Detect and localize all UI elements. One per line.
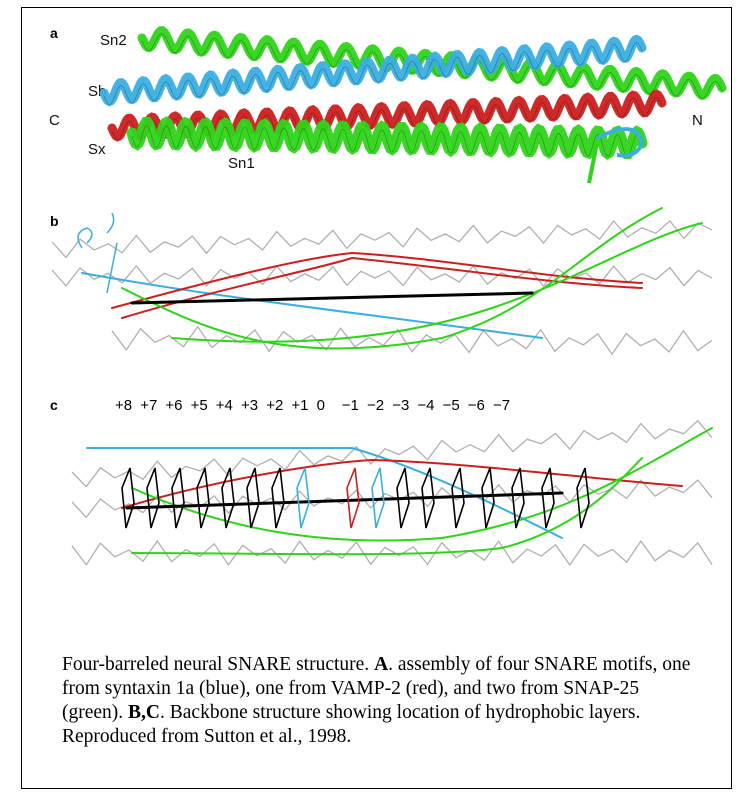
hydrophobic-layer-2	[171, 467, 185, 529]
snap25-trace-1	[121, 207, 663, 350]
sb-tail	[596, 127, 645, 158]
caption-intro: Four-barreled neural SNARE structure.	[62, 654, 375, 675]
caption-label-bc: B,C	[128, 702, 161, 723]
hydrophobic-layer-0	[121, 467, 135, 529]
layer-label-6: +2	[266, 397, 283, 414]
layer-label-12: −4	[417, 397, 434, 414]
sn1-helix-edge	[131, 125, 643, 157]
central-axis	[130, 291, 534, 305]
sn1-helix	[126, 116, 648, 160]
panel-a: a Sn2 Sb C Sx Sn1 N	[49, 25, 727, 184]
label-sn2: Sn2	[100, 32, 127, 49]
hydrophobic-layer-9	[371, 467, 385, 529]
figure-caption: Four-barreled neural SNARE structure. A.…	[62, 653, 702, 749]
figure-frame: a Sn2 Sb C Sx Sn1 N b c +8 +7 +6 +5 +4 +3 +2 +1…	[21, 7, 732, 789]
caption-text-a: . assembly of four SNARE motifs, one fro…	[62, 654, 691, 723]
hydrophobic-layer-8	[346, 467, 360, 529]
hydrophobic-layer-12	[451, 467, 465, 529]
hydrophobic-layer-1	[146, 467, 160, 529]
layer-label-3: +5	[191, 397, 208, 414]
syntaxin-trace	[81, 272, 543, 339]
hydrophobic-layer-10	[396, 467, 410, 529]
vamp-trace-c	[121, 458, 683, 509]
syntaxin-trace-c	[86, 447, 563, 539]
backbone-middle	[51, 264, 713, 288]
layer-label-10: −2	[367, 397, 384, 414]
backbone-bottom-c	[71, 539, 713, 567]
backbone-top	[51, 219, 713, 259]
hydrophobic-layer-15	[541, 467, 555, 529]
layer-label-0: +8	[115, 397, 132, 414]
layer-label-2: +6	[165, 397, 182, 414]
sb-helix-edge	[103, 42, 643, 105]
backbone-bottom	[111, 325, 713, 356]
hydrophobic-layer-7	[296, 467, 310, 529]
hydrophobic-layer-traces	[71, 419, 713, 567]
vamp-trace-2	[121, 256, 643, 319]
hydrophobic-layer-4	[221, 467, 235, 529]
layer-label-8: 0	[317, 397, 325, 414]
layer-label-9: −1	[342, 397, 359, 414]
sn1-tail	[587, 142, 599, 184]
layer-label-15: −7	[493, 397, 510, 414]
layer-label-5: +3	[241, 397, 258, 414]
layer-label-7: +1	[291, 397, 308, 414]
layer-label-13: −5	[443, 397, 460, 414]
layer-label-11: −3	[392, 397, 409, 414]
syntaxin-loop	[77, 212, 118, 294]
backbone-top-c	[71, 419, 713, 488]
hydrophobic-layer-13	[481, 467, 495, 529]
vamp-trace	[111, 251, 643, 309]
label-sn1: Sn1	[228, 155, 255, 172]
layer-labels: +8 +7 +6 +5 +4 +3 +2 +1 0 −1 −2 −3 −4 −5 −6 −7	[115, 397, 510, 414]
caption-text-bc: . Backbone structure showing location of…	[62, 702, 641, 747]
snare-figure: a Sn2 Sb C Sx Sn1 N b c +8 +7 +6 +5 +4 +3 +2 +1…	[49, 25, 727, 567]
hydrophobic-layer-5	[246, 467, 260, 529]
label-c: C	[49, 112, 60, 129]
hydrophobic-layer-14	[511, 467, 525, 529]
snap25-trace-2	[171, 222, 703, 343]
layer-label-14: −6	[468, 397, 485, 414]
hydrophobic-layer-16	[576, 467, 590, 529]
panel-a-letter: a	[50, 25, 58, 41]
backbone-traces	[51, 207, 713, 356]
hydrophobic-layer-6	[271, 467, 285, 529]
snap25-trace-c2	[131, 427, 713, 542]
sb-helix	[99, 34, 647, 107]
caption-label-a: A	[374, 654, 389, 675]
helix-bundle-ribbons	[99, 26, 727, 184]
panel-c: c +8 +7 +6 +5 +4 +3 +2 +1 0 −1 −2 −3 −4 −5 −6 −7	[50, 397, 713, 567]
panel-b: b	[50, 207, 713, 356]
layer-label-1: +7	[140, 397, 157, 414]
panel-b-letter: b	[50, 213, 59, 229]
panel-c-letter: c	[50, 397, 58, 413]
hydrophobic-layer-3	[196, 467, 210, 529]
snap25-trace-c1	[131, 457, 643, 556]
label-sx: Sx	[88, 141, 106, 158]
layer-label-4: +4	[216, 397, 233, 414]
label-n: N	[692, 112, 703, 129]
hydrophobic-layer-11	[421, 467, 435, 529]
